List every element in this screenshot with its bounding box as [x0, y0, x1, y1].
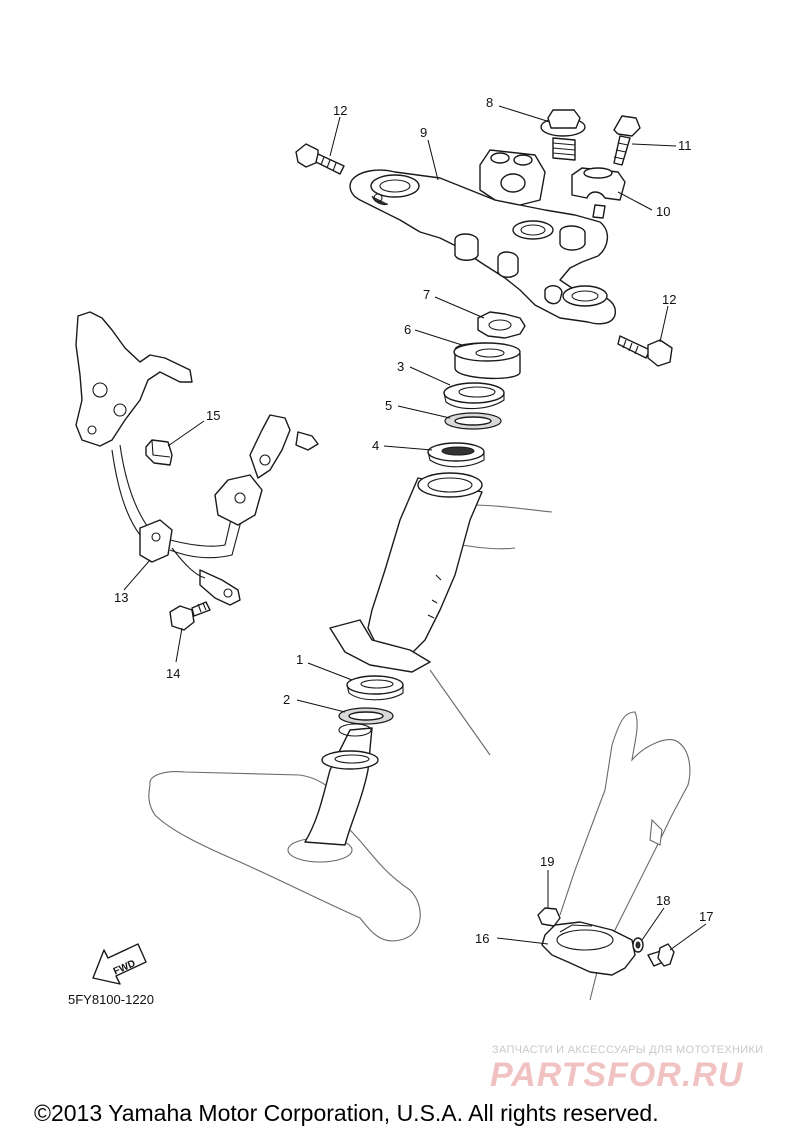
bearing-5 [444, 412, 502, 430]
callout-6: 6 [404, 322, 411, 337]
bolt-8 [540, 109, 586, 161]
callout-10: 10 [656, 204, 670, 219]
frame-outline [429, 504, 553, 756]
stem-seal [321, 750, 379, 770]
callout-5: 5 [385, 398, 392, 413]
bearing-2 [338, 707, 394, 725]
lower-bracket-outline [148, 771, 421, 942]
callout-14: 14 [166, 666, 180, 681]
callout-17: 17 [699, 909, 713, 924]
right-fork-leg [559, 711, 691, 1001]
bolt-11 [613, 115, 641, 166]
upper-bracket [349, 149, 616, 325]
bolt-12-right [617, 335, 673, 367]
handlebar-holder-10 [571, 167, 626, 219]
watermark-logo: PARTSFOR.RU [490, 1056, 744, 1094]
grommet-15 [145, 439, 173, 466]
diagram-code: 5FY8100-1220 [68, 992, 155, 1007]
watermark-tagline: ЗАПЧАСТИ И АКСЕССУАРЫ ДЛЯ МОТОТЕХНИКИ [492, 1044, 764, 1056]
fwd-arrow-icon: FWD [92, 943, 147, 985]
bolt-17 [647, 943, 675, 967]
callout-16: 16 [475, 931, 489, 946]
callout-12-right: 12 [662, 292, 676, 307]
ring-nut-7 [477, 311, 526, 339]
bolt-12-left [295, 143, 345, 175]
cover-3 [443, 382, 505, 410]
callout-labels: 1 2 3 4 5 6 7 8 9 10 11 12 12 13 14 15 1… [114, 95, 713, 946]
copyright-notice: ©2013 Yamaha Motor Corporation, U.S.A. A… [34, 1100, 659, 1126]
callout-19: 19 [540, 854, 554, 869]
leader-lines [123, 105, 707, 951]
clamp-16 [541, 921, 636, 976]
callout-15: 15 [206, 408, 220, 423]
washer-6 [453, 342, 521, 380]
callout-11: 11 [678, 138, 692, 153]
washer-18 [632, 937, 644, 953]
callout-1: 1 [296, 652, 303, 667]
race-4 [427, 442, 485, 468]
headlight-bracket-13 [75, 311, 319, 606]
callout-8: 8 [486, 95, 493, 110]
callout-4: 4 [372, 438, 379, 453]
callout-18: 18 [656, 893, 670, 908]
fork-inner-tube [329, 472, 483, 673]
bolt-14 [169, 601, 211, 631]
callout-7: 7 [423, 287, 430, 302]
callout-3: 3 [397, 359, 404, 374]
callout-13: 13 [114, 590, 128, 605]
race-1 [346, 675, 404, 701]
callout-12-left: 12 [333, 103, 347, 118]
nut-19 [537, 907, 561, 927]
callout-2: 2 [283, 692, 290, 707]
callout-9: 9 [420, 125, 427, 140]
